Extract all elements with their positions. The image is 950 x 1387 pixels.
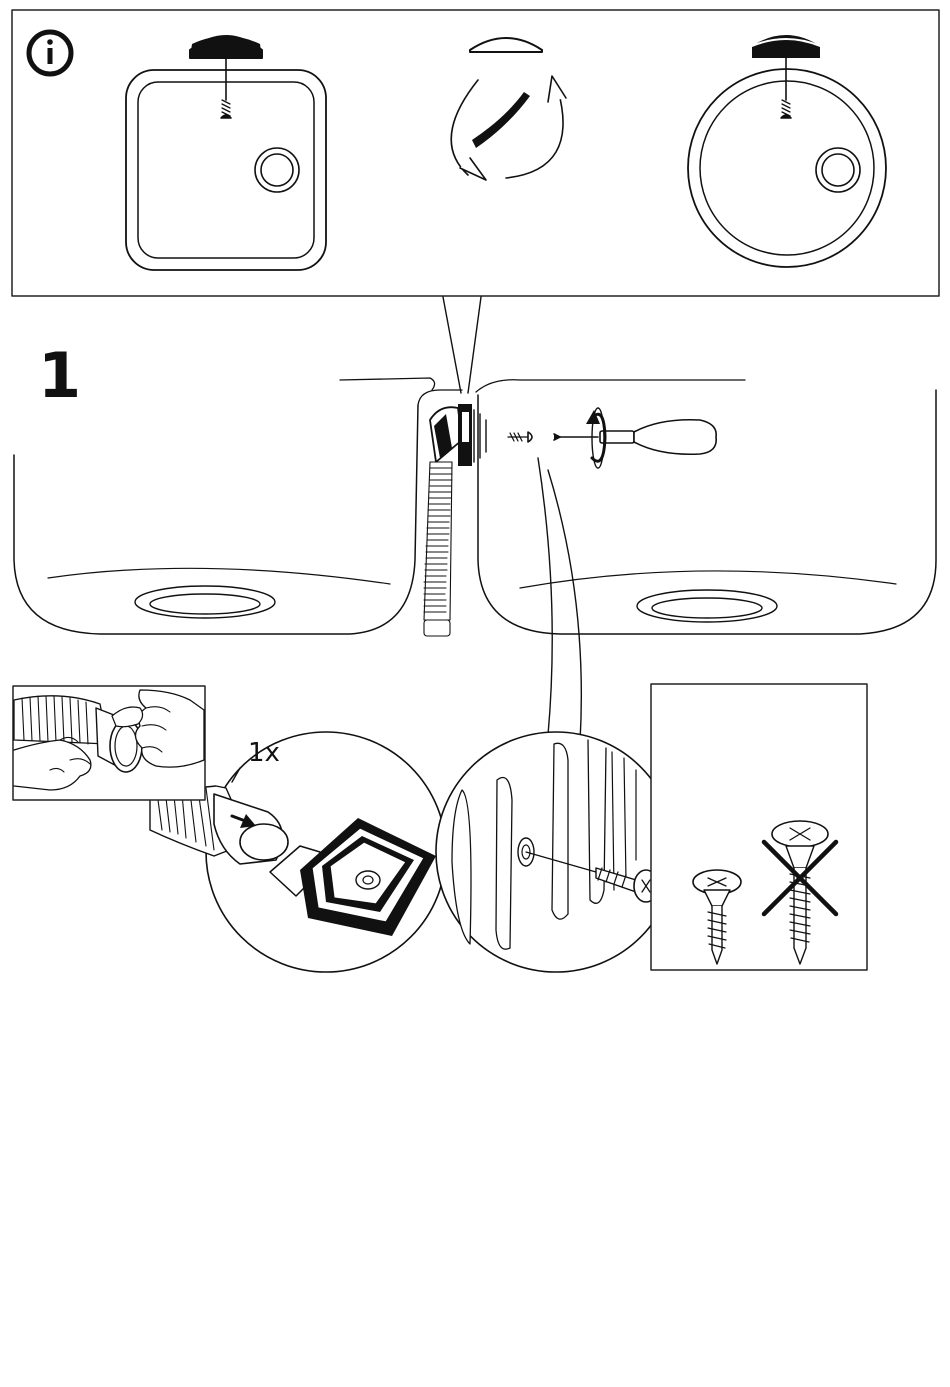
double-sink-illustration <box>14 378 936 634</box>
screw-comparison-box <box>651 684 867 970</box>
overflow-bracket-with-hose <box>424 404 486 636</box>
screw-install-detail <box>436 732 676 972</box>
step-number: 1 <box>38 345 81 407</box>
screw-and-screwdriver <box>508 408 716 468</box>
screw-detail-callout <box>538 458 581 742</box>
hand-inset <box>13 686 205 800</box>
corrugated-hose <box>424 462 452 636</box>
quantity-label: 1x <box>248 738 280 768</box>
callout-lines <box>443 297 481 393</box>
